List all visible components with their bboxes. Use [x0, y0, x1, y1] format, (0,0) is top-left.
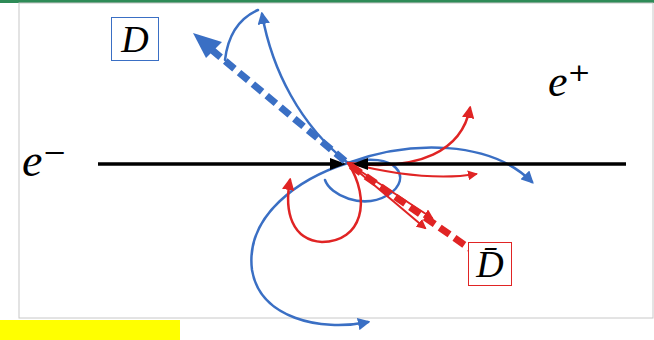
positron-beam	[362, 162, 626, 166]
electron-beam	[98, 162, 338, 166]
electron-label: e⁻	[22, 135, 67, 186]
meson-directions	[193, 33, 512, 278]
antiparticle-box: D̄	[468, 242, 512, 286]
d-arrowhead	[193, 33, 222, 58]
blue-track	[225, 10, 258, 60]
blue-track	[251, 163, 368, 325]
d-direction	[212, 50, 345, 161]
particle-tracks	[225, 10, 532, 325]
red-track	[288, 163, 361, 242]
red-track	[348, 108, 470, 165]
particle-symbol: D̄	[476, 245, 503, 283]
particle-symbol: D	[121, 20, 148, 58]
highlight-bar	[0, 320, 180, 340]
blue-track	[262, 14, 348, 163]
beam-line	[98, 158, 626, 170]
frame	[19, 3, 653, 318]
particle-box: D	[111, 17, 159, 61]
positron-label: e⁺	[548, 57, 591, 106]
